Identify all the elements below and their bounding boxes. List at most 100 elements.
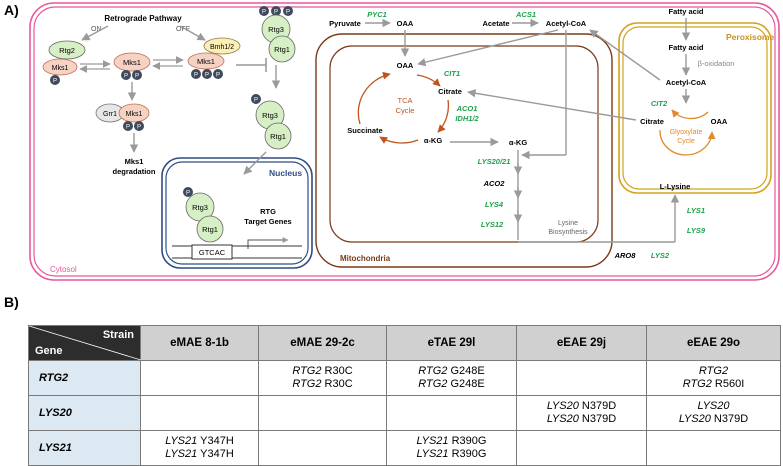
lys9-gene: LYS9	[687, 226, 706, 235]
rtg1-label: Rtg1	[274, 45, 290, 54]
mutation-change: R390G	[448, 448, 487, 460]
mutation-line: LYS20 N379D	[517, 413, 646, 426]
panel-a-label: A)	[4, 2, 19, 18]
lys4-gene: LYS4	[485, 200, 504, 209]
corner-gene-label: Gene	[35, 345, 63, 357]
mks1-degradation-line1: Mks1	[125, 157, 144, 166]
mutation-line: LYS21 R390G	[387, 435, 516, 448]
column-header: eEAE 29o	[646, 325, 781, 361]
gene-name-cell: LYS20	[28, 395, 141, 431]
mutation-table: Strain Gene eMAE 8-1b eMAE 29-2c eTAE 29…	[28, 325, 781, 466]
phospho-label: P	[186, 191, 190, 197]
rtg1-protein	[268, 35, 296, 63]
succinate-label: Succinate	[347, 126, 382, 135]
mutation-cell	[140, 395, 259, 431]
cytosol-outer	[29, 2, 780, 281]
rtg2-protein	[48, 40, 86, 60]
nucleus-label: Nucleus	[269, 168, 302, 178]
acs1-gene: ACS1	[515, 10, 536, 19]
peroxisome-label: Peroxisome	[726, 32, 774, 42]
oaa-mito-label: OAA	[397, 61, 414, 70]
phospho-label: P	[286, 10, 290, 16]
phospho-icon	[183, 187, 193, 197]
lys1-gene: LYS1	[687, 206, 705, 215]
lysine-biosynthesis-line2: Biosynthesis	[548, 229, 588, 236]
peroxisome-inner	[622, 26, 768, 190]
mutation-gene: LYS21	[416, 448, 449, 460]
llysine-label: L-Lysine	[660, 182, 691, 191]
gene-name-cell: RTG2	[28, 360, 141, 396]
phospho-label: P	[137, 125, 141, 131]
mutation-change: G248E	[447, 365, 485, 377]
aro8-gene: ARO8	[614, 251, 637, 260]
rtg-target-line2: Target Genes	[244, 217, 291, 226]
cytosol-label: Cytosol	[50, 265, 77, 274]
arrow-on	[81, 25, 109, 41]
arrow-to-nucleus	[243, 151, 267, 175]
mutation-line: LYS21 Y347H	[141, 435, 258, 448]
mutation-cell	[140, 360, 259, 396]
phospho-icon	[121, 70, 131, 80]
mitochondria-outer	[315, 33, 613, 268]
phospho-icon	[202, 69, 212, 79]
cit1-gene: CIT1	[444, 69, 460, 78]
mutation-gene: RTG2	[698, 365, 729, 377]
mutation-cell	[646, 430, 781, 466]
rtg1-protein	[264, 122, 292, 150]
bmh-label: Bmh1/2	[210, 44, 234, 51]
cit2-gene: CIT2	[651, 99, 668, 108]
oaa-cytosol-label: OAA	[397, 19, 414, 28]
mutation-line: RTG2 R560I	[647, 378, 780, 391]
cytosol-inner	[33, 6, 776, 277]
gene-name-cell: LYS21	[28, 430, 141, 466]
mutation-gene: LYS21	[165, 448, 198, 460]
lys2-gene: LYS2	[651, 251, 670, 260]
tca-arc-succinate-oaa	[357, 71, 391, 125]
tca-label-line2: Cycle	[396, 106, 415, 115]
on-label: ON	[91, 26, 102, 33]
mutation-cell	[516, 430, 647, 466]
mks1-protein-off	[187, 52, 225, 70]
rtg1-label: Rtg1	[270, 132, 286, 141]
akg-cytosol-label: α-KG	[509, 138, 528, 147]
phospho-label: P	[124, 74, 128, 80]
mutation-gene: LYS21	[165, 435, 198, 447]
lys2021-gene: LYS20/21	[478, 157, 511, 166]
beta-oxidation-label: β-oxidation	[698, 59, 735, 68]
glyoxylate-label-line2: Cycle	[677, 138, 695, 145]
mitochondria-label: Mitochondria	[340, 254, 391, 263]
acetate-label: Acetate	[482, 19, 509, 28]
phospho-label: P	[126, 125, 130, 131]
arrow-perox-acetylcoa-export	[589, 29, 661, 81]
mutation-gene: RTG2	[418, 365, 448, 377]
column-header: eEAE 29j	[516, 325, 647, 361]
mutation-change: R390G	[448, 435, 487, 447]
tca-label-line1: TCA	[398, 96, 413, 105]
column-header: eMAE 8-1b	[140, 325, 259, 361]
rtg1-label: Rtg1	[202, 225, 218, 234]
mks1-protein-grr1	[118, 103, 150, 123]
mutation-change: G248E	[447, 378, 485, 390]
gtcac-label: GTCAC	[199, 248, 226, 257]
citrate-perox-label: Citrate	[640, 117, 664, 126]
column-header: eMAE 29-2c	[258, 325, 387, 361]
mutation-change: Y347H	[197, 448, 234, 460]
mutation-change: N379D	[578, 400, 617, 412]
mutation-cell	[386, 395, 517, 431]
phospho-label: P	[135, 74, 139, 80]
citrate-mito-label: Citrate	[438, 87, 462, 96]
phospho-icon	[251, 94, 261, 104]
corner-diagonal	[29, 326, 141, 360]
mutation-change: R30C	[321, 378, 353, 390]
column-header: eTAE 29l	[386, 325, 517, 361]
phospho-label: P	[205, 73, 209, 79]
mutation-line: RTG2 G248E	[387, 365, 516, 378]
mitochondria-inner	[329, 45, 599, 243]
rtg3-label: Rtg3	[262, 111, 278, 120]
phospho-label: P	[53, 79, 57, 85]
nucleus-inner	[165, 161, 309, 265]
